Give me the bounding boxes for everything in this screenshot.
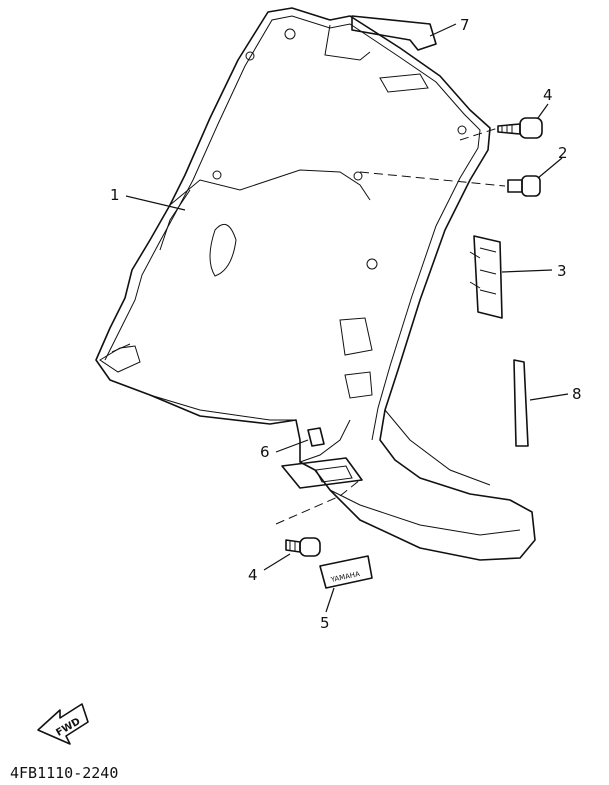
leg-shield-part-1 [95,7,536,561]
top-strip-part-7 [351,15,437,51]
strip-part-8 [513,359,529,447]
clip-part-6 [307,427,325,447]
bracket-part-3 [469,235,503,319]
emblem-mount [281,457,363,489]
callout-7: 7 [460,16,470,34]
alignment-lines [275,127,506,525]
leader-lines [125,23,569,613]
fwd-arrow-icon: FWD [37,703,89,745]
callout-6: 6 [260,443,270,461]
callout-4-lower: 4 [248,566,258,584]
screw-part-4-lower [285,537,321,557]
callout-4-upper: 4 [543,86,553,104]
callout-5: 5 [320,614,330,632]
callouts: 1 7 4 2 3 8 6 4 5 [110,16,582,632]
screw-part-4-upper [497,117,543,139]
callout-8: 8 [572,385,582,403]
callout-1: 1 [110,186,120,204]
callout-3: 3 [557,262,567,280]
emblem-part-5: YAMAHA [319,555,373,589]
diagram-code: 4FB1110-2240 [10,764,118,782]
callout-2: 2 [558,144,568,162]
bolt-part-2 [507,175,541,197]
